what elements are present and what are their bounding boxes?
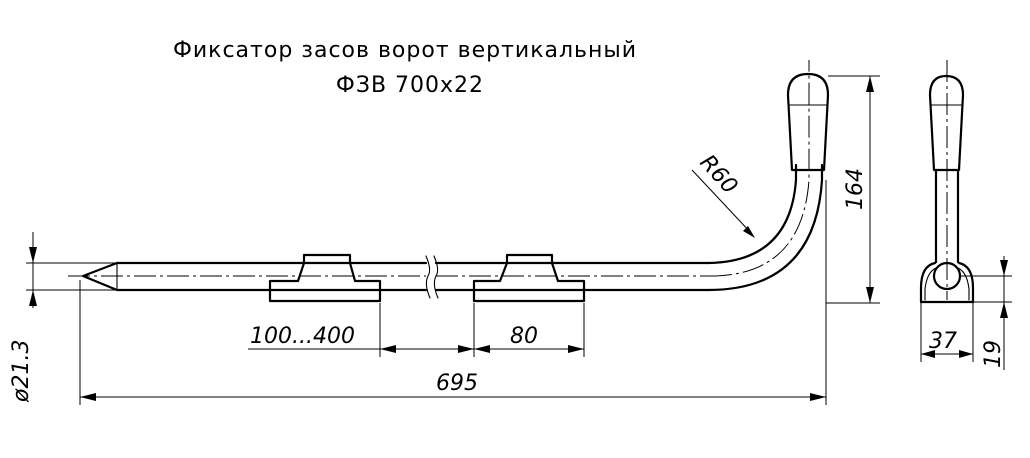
radius-dimension: R60 bbox=[691, 150, 755, 238]
bolt-rod bbox=[81, 72, 830, 299]
height-dimension: 164 bbox=[826, 75, 880, 304]
bracket-width-label: 80 bbox=[510, 324, 538, 349]
bracket-width-dimension: 80 bbox=[474, 303, 585, 357]
bracket-right bbox=[472, 253, 586, 303]
side-view bbox=[919, 60, 975, 304]
total-length-dimension: 695 bbox=[79, 180, 827, 405]
side-height-dimension: 19 bbox=[960, 256, 1012, 370]
height-label: 164 bbox=[843, 168, 868, 210]
drawing-title: Фиксатор засов ворот вертикальный bbox=[173, 38, 637, 63]
total-length-label: 695 bbox=[436, 371, 478, 396]
spacing-label: 100...400 bbox=[250, 324, 355, 349]
side-width-label: 37 bbox=[929, 329, 957, 354]
side-height-label: 19 bbox=[981, 340, 1006, 368]
radius-label: R60 bbox=[695, 150, 743, 199]
side-width-dimension: 37 bbox=[920, 303, 974, 362]
diameter-dimension: ø21.3 bbox=[9, 232, 117, 403]
spacing-dimension: 100...400 bbox=[248, 303, 475, 357]
diameter-label: ø21.3 bbox=[9, 340, 34, 403]
bracket-left bbox=[268, 253, 382, 303]
drawing-subtitle: ФЗВ 700х22 bbox=[336, 73, 484, 98]
